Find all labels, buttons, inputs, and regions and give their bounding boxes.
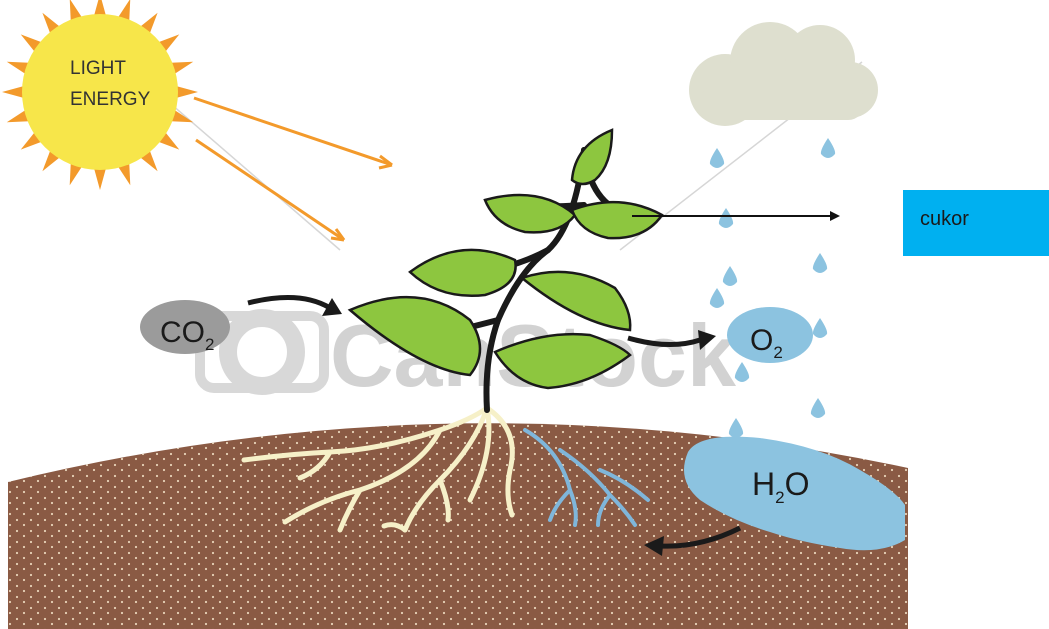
sun-ray	[93, 0, 107, 19]
water-puddle	[684, 436, 905, 551]
leaf-7	[493, 332, 632, 390]
rain-drop	[812, 253, 828, 273]
co2-label: CO2	[160, 316, 214, 354]
leaf-4	[570, 200, 664, 240]
rain-drop	[728, 418, 744, 438]
rain-drop	[820, 138, 836, 158]
roots	[241, 405, 515, 533]
rain-drop	[722, 266, 738, 286]
co2-arrow	[247, 295, 332, 311]
light-rays	[193, 96, 393, 242]
sun-ray	[173, 85, 198, 99]
rain-drop	[709, 288, 725, 308]
h2o-label: H2O	[752, 466, 809, 507]
o2-label: O2	[750, 324, 783, 362]
leaf-5	[570, 128, 614, 186]
rain-drop	[810, 398, 826, 418]
cloud	[689, 22, 878, 126]
sun-ray	[2, 85, 27, 99]
co2-blob	[140, 300, 230, 354]
leaf-3	[483, 193, 577, 234]
rain-drop	[718, 208, 734, 228]
rain-drop	[734, 362, 750, 382]
sugar-label-box: cukor	[903, 190, 1049, 256]
rain-drop	[812, 318, 828, 338]
sun-disc	[22, 14, 178, 170]
rain-drops	[709, 138, 836, 438]
sun-label-line1: LIGHT	[70, 58, 126, 79]
sugar-label: cukor	[920, 208, 969, 230]
o2-blob	[727, 307, 813, 363]
plant-leaves	[347, 128, 664, 390]
o2-group: O2	[627, 307, 813, 363]
o2-arrow	[627, 335, 701, 348]
leaf-6	[519, 270, 632, 332]
rain-drop	[709, 148, 725, 168]
water-roots	[523, 428, 650, 527]
co2-group: CO2	[140, 295, 342, 354]
leaf-1	[347, 295, 482, 377]
leaf-2	[408, 248, 517, 297]
sun-label-line2: ENERGY	[70, 89, 151, 110]
sun-ray	[93, 165, 107, 190]
sun: LIGHT ENERGY	[2, 0, 198, 190]
water-return-arrow	[644, 525, 742, 556]
